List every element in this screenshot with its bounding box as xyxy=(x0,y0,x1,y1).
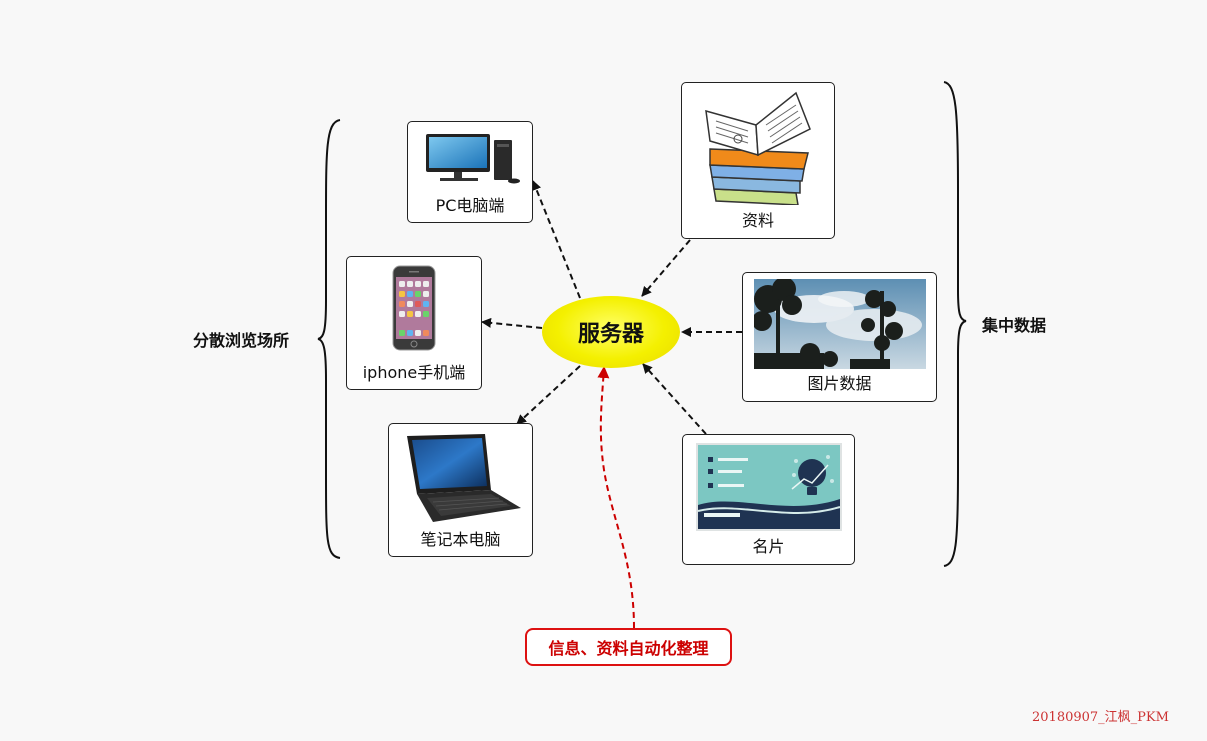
arrow-to-laptop xyxy=(516,365,581,425)
photo-icon xyxy=(754,279,926,369)
process-label: 信息、资料自动化整理 xyxy=(548,639,709,658)
process-box: 信息、资料自动化整理 xyxy=(525,628,732,666)
node-laptop: 笔记本电脑 xyxy=(388,423,533,557)
server-node: 服务器 xyxy=(542,296,680,368)
arrow-from-process xyxy=(597,366,635,629)
server-label: 服务器 xyxy=(577,322,644,347)
desktop-pc-icon xyxy=(426,134,520,184)
node-images-label: 图片数据 xyxy=(807,374,872,393)
arrow-to-iphone xyxy=(481,317,543,329)
node-pc: PC电脑端 xyxy=(407,121,533,223)
node-images: 图片数据 xyxy=(742,272,937,402)
smartphone-icon xyxy=(392,265,436,351)
left-brace xyxy=(317,119,341,559)
right-brace xyxy=(943,81,967,567)
books-icon xyxy=(705,91,811,205)
sources-group-label: 集中数据 xyxy=(982,316,1047,335)
arrow-from-cards xyxy=(642,363,707,435)
laptop-icon xyxy=(407,434,521,522)
node-pc-label: PC电脑端 xyxy=(435,196,505,215)
node-docs: 资料 xyxy=(681,82,835,239)
business-card-icon xyxy=(696,443,842,531)
node-iphone: iphone手机端 xyxy=(346,256,482,390)
credit-text: 20180907_江枫_PKM xyxy=(1032,710,1169,725)
node-laptop-label: 笔记本电脑 xyxy=(420,530,501,549)
arrow-from-docs xyxy=(641,239,691,297)
node-cards-label: 名片 xyxy=(752,537,785,556)
node-iphone-label: iphone手机端 xyxy=(362,363,466,382)
node-docs-label: 资料 xyxy=(741,211,774,230)
clients-group-label: 分散浏览场所 xyxy=(193,331,290,350)
arrow-to-pc xyxy=(531,180,581,299)
node-cards: 名片 xyxy=(682,434,855,565)
